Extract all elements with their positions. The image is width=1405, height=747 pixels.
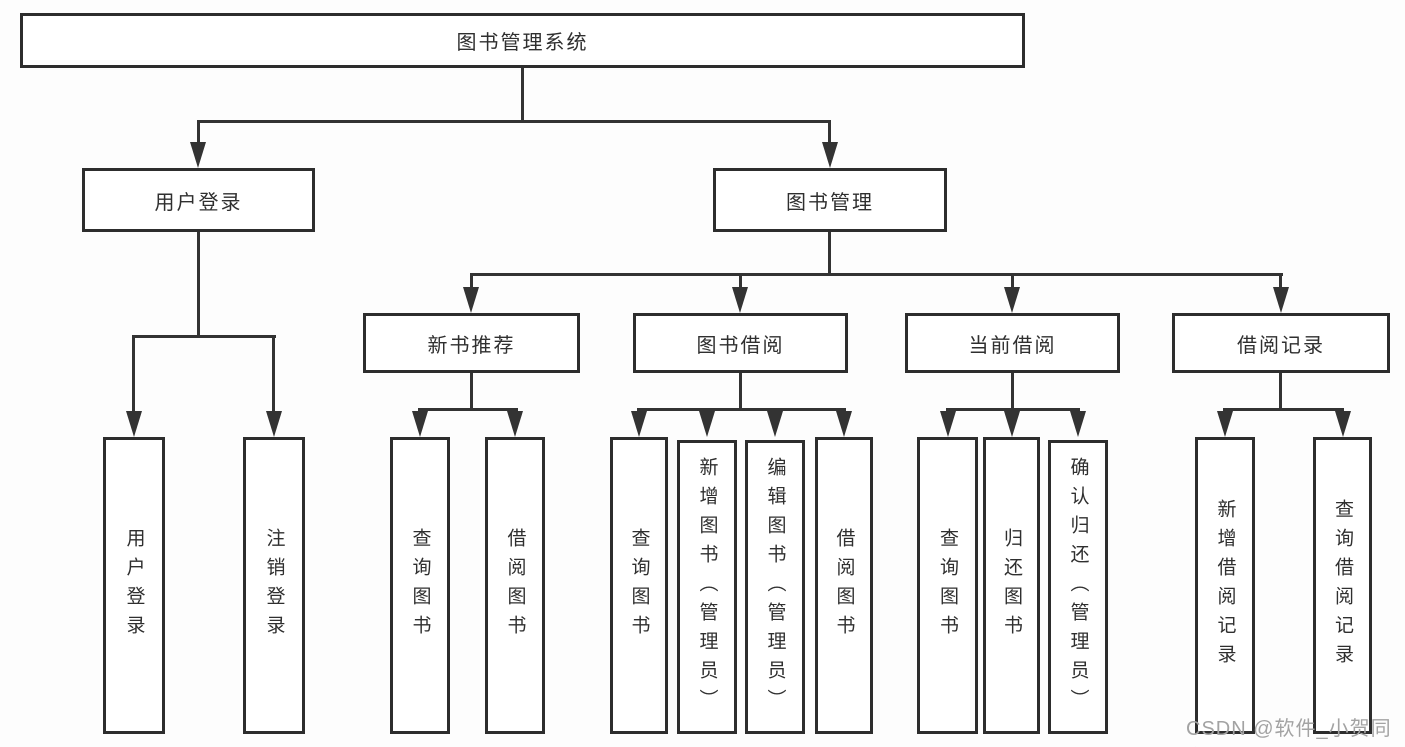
- connector-line: [1279, 373, 1282, 408]
- connector-line: [521, 68, 524, 120]
- leaf-logout: 注销登录: [243, 437, 305, 734]
- connector-line: [197, 120, 831, 123]
- leaf-bb-edit-book-admin: 编辑图书（管理员）: [745, 440, 805, 734]
- connector-line: [470, 373, 473, 408]
- leaf-br-query-record: 查询借阅记录: [1313, 437, 1372, 734]
- arrowhead-down-icon: [126, 411, 142, 437]
- connector-line: [828, 232, 831, 273]
- connector-line: [637, 408, 846, 411]
- arrowhead-down-icon: [1004, 287, 1020, 313]
- leaf-cb-confirm-return-admin: 确认归还（管理员）: [1048, 440, 1108, 734]
- csdn-watermark: CSDN @软件_小贺同学: [1186, 718, 1392, 740]
- arrowhead-down-icon: [190, 142, 206, 168]
- arrowhead-down-icon: [412, 411, 428, 437]
- arrowhead-down-icon: [1335, 411, 1351, 437]
- leaf-cb-return-book: 归还图书: [983, 437, 1040, 734]
- arrowhead-down-icon: [836, 411, 852, 437]
- leaf-bb-query-book: 查询图书: [610, 437, 668, 734]
- connector-line: [1011, 273, 1014, 289]
- arrowhead-down-icon: [822, 142, 838, 168]
- arrowhead-down-icon: [1273, 287, 1289, 313]
- node-book-borrow: 图书借阅: [633, 313, 848, 373]
- arrowhead-down-icon: [266, 411, 282, 437]
- connector-line: [470, 273, 1283, 276]
- node-current-borrow: 当前借阅: [905, 313, 1120, 373]
- leaf-user-login: 用户登录: [103, 437, 165, 734]
- node-borrow-records: 借阅记录: [1172, 313, 1390, 373]
- leaf-nbr-query-book: 查询图书: [390, 437, 450, 734]
- arrowhead-down-icon: [699, 411, 715, 437]
- connector-line: [1011, 373, 1014, 408]
- arrowhead-down-icon: [732, 287, 748, 313]
- arrowhead-down-icon: [631, 411, 647, 437]
- connector-line: [470, 273, 473, 289]
- connector-line: [132, 335, 276, 338]
- arrowhead-down-icon: [767, 411, 783, 437]
- node-new-book-recommend: 新书推荐: [363, 313, 580, 373]
- arrowhead-down-icon: [463, 287, 479, 313]
- connector-line: [1279, 273, 1282, 289]
- leaf-bb-borrow-book: 借阅图书: [815, 437, 873, 734]
- connector-line: [197, 232, 200, 335]
- arrowhead-down-icon: [940, 411, 956, 437]
- connector-line: [272, 335, 275, 413]
- arrowhead-down-icon: [507, 411, 523, 437]
- connector-line: [946, 408, 1080, 411]
- leaf-br-add-record: 新增借阅记录: [1195, 437, 1255, 734]
- leaf-cb-query-book: 查询图书: [917, 437, 978, 734]
- connector-line: [132, 335, 135, 413]
- connector-line: [418, 408, 518, 411]
- arrowhead-down-icon: [1004, 411, 1020, 437]
- leaf-bb-add-book-admin: 新增图书（管理员）: [677, 440, 737, 734]
- arrowhead-down-icon: [1217, 411, 1233, 437]
- arrowhead-down-icon: [1070, 411, 1086, 437]
- connector-line: [828, 120, 831, 145]
- leaf-nbr-borrow-book: 借阅图书: [485, 437, 545, 734]
- connector-line: [1223, 408, 1344, 411]
- connector-line: [739, 373, 742, 408]
- connector-line: [197, 120, 200, 145]
- node-root: 图书管理系统: [20, 13, 1025, 68]
- connector-line: [739, 273, 742, 289]
- node-user-login: 用户登录: [82, 168, 315, 232]
- node-book-management: 图书管理: [713, 168, 947, 232]
